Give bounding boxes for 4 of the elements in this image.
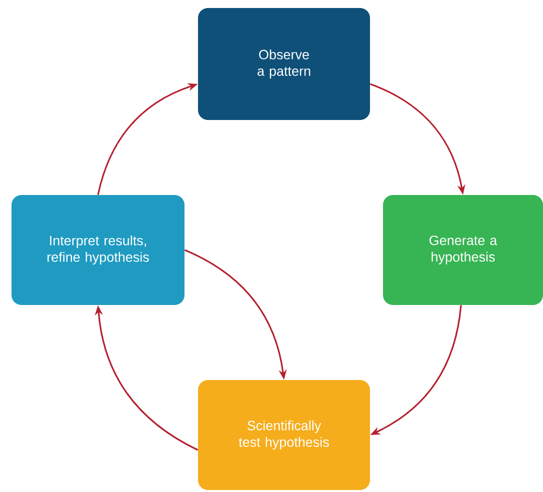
process-box: Scientifically test hypothesis	[198, 380, 370, 490]
process-box: Generate a hypothesis	[383, 195, 543, 305]
process-box: Observe a pattern	[198, 8, 370, 120]
process-box: Interpret results, refine hypothesis	[12, 195, 184, 305]
